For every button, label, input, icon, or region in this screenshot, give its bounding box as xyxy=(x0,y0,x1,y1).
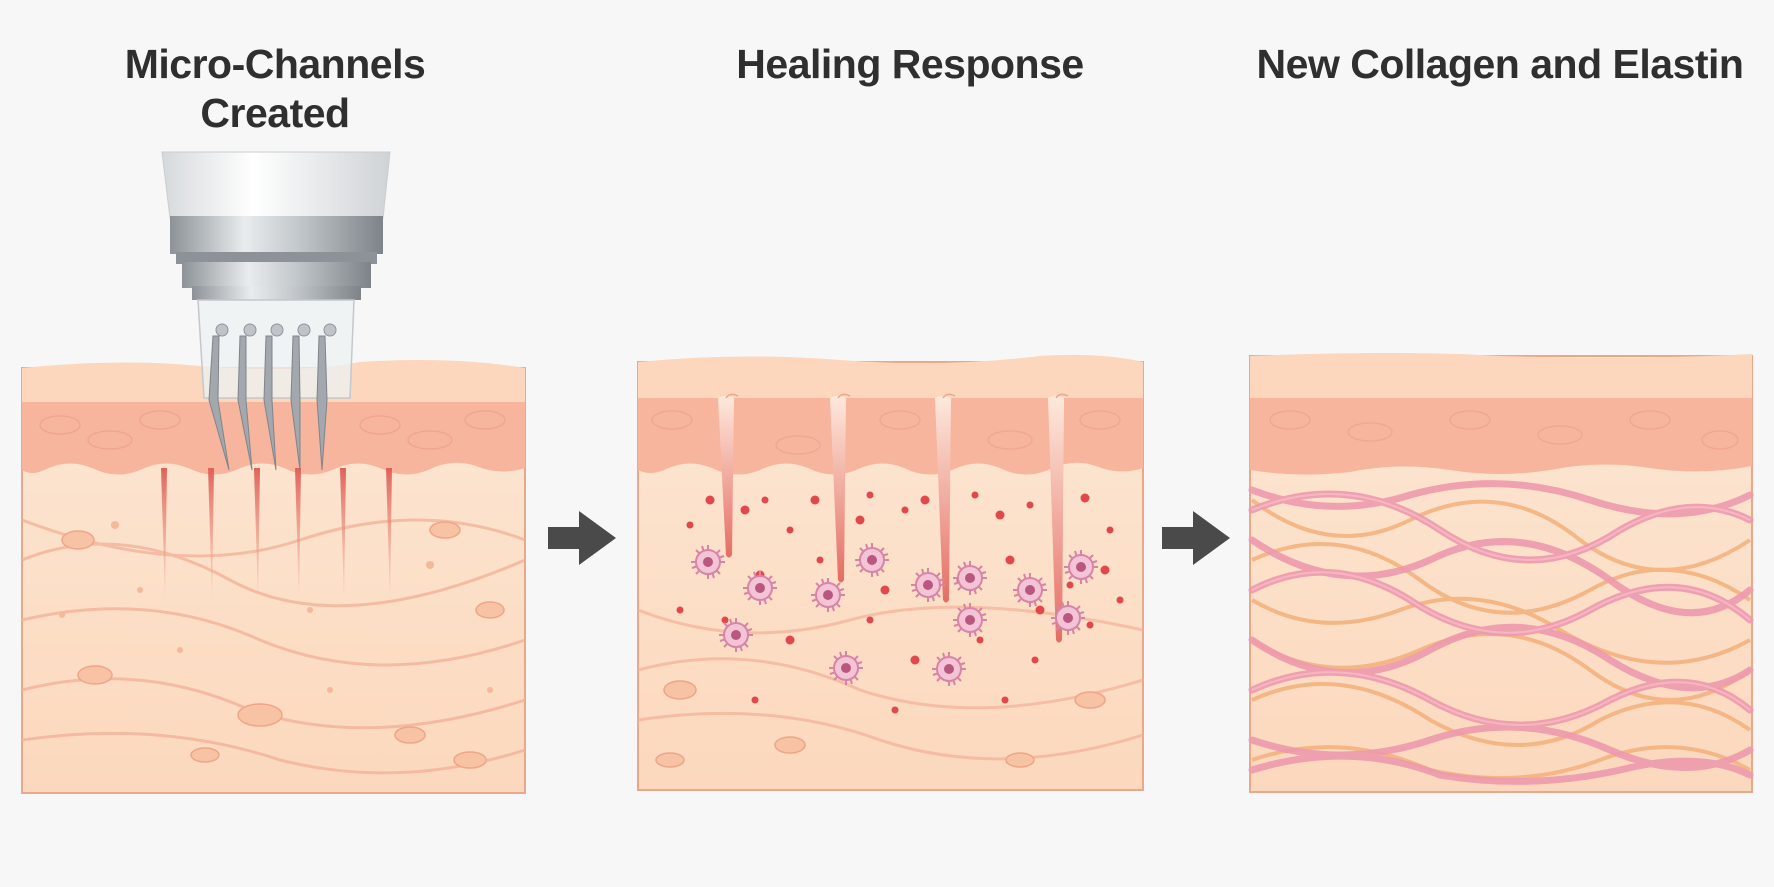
stage-3-title-line1: New Collagen and Elastin xyxy=(1256,41,1744,87)
panel-3-epidermis xyxy=(1250,398,1752,475)
stage-1-title-line2: Created xyxy=(200,90,350,136)
panel-1-micro-channels xyxy=(161,468,392,600)
panel-2-stratum-corneum xyxy=(638,354,1143,398)
arrow-right-icon xyxy=(548,511,616,565)
panel-micro-channels xyxy=(21,151,526,794)
panel-3-stratum-corneum xyxy=(1250,353,1752,398)
stage-3-title: New Collagen and Elastin xyxy=(1240,40,1760,89)
panel-healing-response xyxy=(637,354,1144,791)
panel-2-epidermis xyxy=(638,398,1143,475)
panel-2-healing-channels xyxy=(718,396,1064,643)
panel-new-collagen xyxy=(1248,353,1754,793)
stage-1-title: Micro-Channels Created xyxy=(60,40,490,138)
arrow-right-icon xyxy=(1162,511,1230,565)
microneedle-device-icon xyxy=(161,151,391,471)
stage-2-title: Healing Response xyxy=(650,40,1170,89)
stage-2-title-line1: Healing Response xyxy=(736,41,1084,87)
stage-1-title-line1: Micro-Channels xyxy=(124,41,426,87)
